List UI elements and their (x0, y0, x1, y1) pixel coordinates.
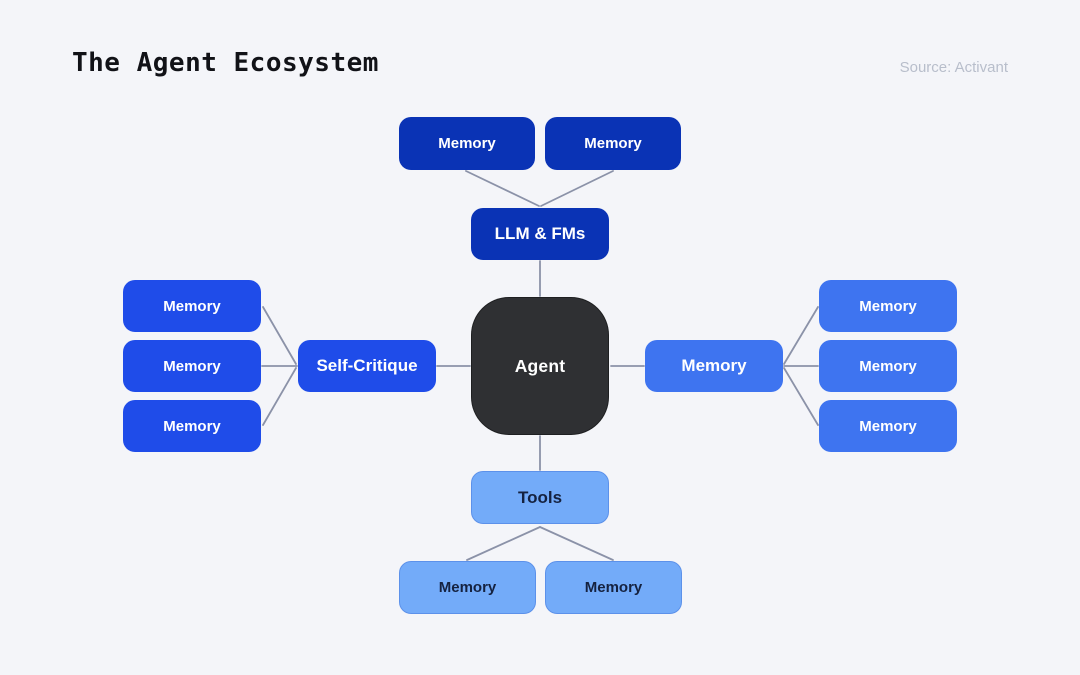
node-memory-top-2: Memory (545, 117, 681, 170)
node-label: Memory (859, 297, 917, 315)
node-label: Memory (163, 297, 221, 315)
node-label: Memory (584, 135, 642, 152)
node-memory-right-1: Memory (819, 280, 957, 332)
node-tools: Tools (471, 471, 609, 524)
node-memory-right-2: Memory (819, 340, 957, 392)
node-memory-left-1: Memory (123, 280, 261, 332)
node-memory-hub-right: Memory (645, 340, 783, 392)
node-label: Memory (438, 135, 496, 152)
node-label: Memory (859, 417, 917, 435)
node-label: Memory (163, 357, 221, 375)
node-label: Memory (584, 579, 643, 596)
node-memory-bottom-2: Memory (545, 561, 682, 614)
node-llm-fms: LLM & FMs (471, 208, 609, 260)
node-label: Memory (438, 579, 497, 596)
node-label: Agent (514, 355, 566, 376)
node-memory-bottom-1: Memory (399, 561, 536, 614)
node-label: Memory (859, 357, 917, 375)
node-self-critique: Self-Critique (298, 340, 436, 392)
node-label: Self-Critique (316, 356, 418, 375)
node-memory-left-2: Memory (123, 340, 261, 392)
node-label: Tools (517, 487, 563, 507)
node-memory-top-1: Memory (399, 117, 535, 170)
source-attribution: Source: Activant (899, 59, 1008, 76)
page-title: The Agent Ecosystem (72, 48, 379, 78)
node-label: LLM & FMs (494, 224, 586, 243)
node-agent: Agent (471, 297, 609, 435)
node-label: Memory (163, 417, 221, 435)
node-memory-left-3: Memory (123, 400, 261, 452)
node-memory-right-3: Memory (819, 400, 957, 452)
node-label: Memory (681, 356, 747, 375)
